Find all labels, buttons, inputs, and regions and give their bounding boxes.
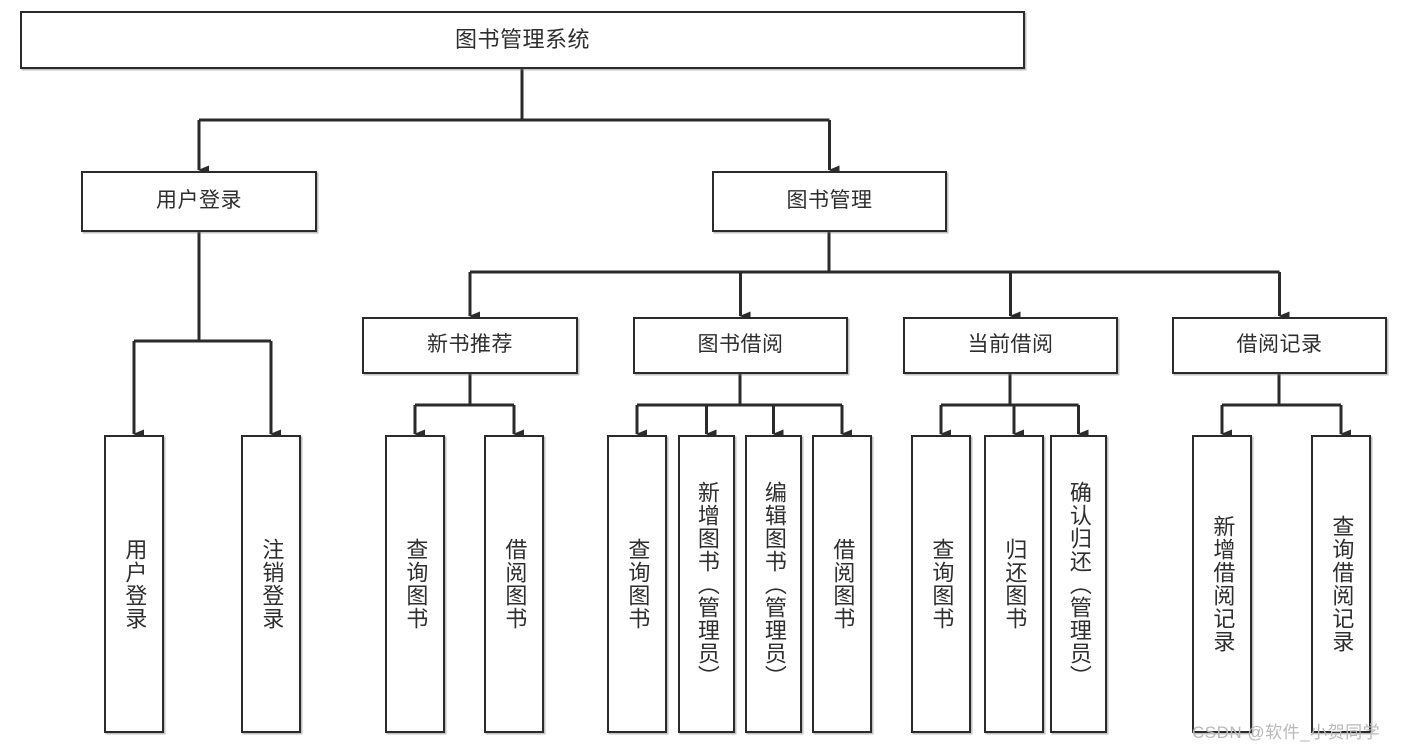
node-label: 新书推荐 xyxy=(427,333,513,357)
node-label: 用户登录 xyxy=(122,538,148,630)
node-leaf-borrow-book-1[interactable]: 借阅图书 xyxy=(484,435,544,733)
node-label: 图书借阅 xyxy=(697,333,784,357)
node-leaf-add-record[interactable]: 新增借阅记录 xyxy=(1192,435,1252,733)
node-leaf-add-book[interactable]: 新增图书（管理员） xyxy=(678,435,735,733)
node-label: 确认归还（管理员） xyxy=(1066,480,1092,688)
node-leaf-query-book-1[interactable]: 查询图书 xyxy=(385,435,445,733)
node-leaf-query-book-2[interactable]: 查询图书 xyxy=(607,435,667,733)
node-borrow-record[interactable]: 借阅记录 xyxy=(1172,317,1387,374)
node-root[interactable]: 图书管理系统 xyxy=(20,11,1025,69)
node-label: 新增借阅记录 xyxy=(1210,515,1236,653)
node-leaf-query-record[interactable]: 查询借阅记录 xyxy=(1311,435,1371,733)
csdn-watermark: CSDN @软件_小贺同学 xyxy=(1192,723,1381,742)
node-label: 查询图书 xyxy=(929,538,955,630)
node-label: 查询图书 xyxy=(625,538,651,630)
node-label: 图书管理系统 xyxy=(454,27,590,53)
node-leaf-return-book[interactable]: 归还图书 xyxy=(984,435,1044,733)
node-new-book-rec[interactable]: 新书推荐 xyxy=(362,317,578,374)
node-label: 借阅记录 xyxy=(1236,333,1323,357)
node-book-manage[interactable]: 图书管理 xyxy=(712,171,947,232)
node-user-login[interactable]: 用户登录 xyxy=(81,171,317,232)
node-leaf-query-book-3[interactable]: 查询图书 xyxy=(911,435,971,733)
node-leaf-logout[interactable]: 注销登录 xyxy=(241,435,301,733)
node-leaf-borrow-book-2[interactable]: 借阅图书 xyxy=(812,435,872,733)
node-label: 查询借阅记录 xyxy=(1329,515,1355,653)
node-current-borrow[interactable]: 当前借阅 xyxy=(903,317,1118,374)
node-label: 用户登录 xyxy=(156,189,242,213)
node-book-borrow[interactable]: 图书借阅 xyxy=(633,317,848,374)
node-label: 编辑图书（管理员） xyxy=(761,480,787,688)
node-label: 图书管理 xyxy=(786,189,873,213)
node-leaf-confirm-return[interactable]: 确认归还（管理员） xyxy=(1050,435,1107,733)
node-label: 新增图书（管理员） xyxy=(694,480,720,688)
node-label: 借阅图书 xyxy=(830,538,856,630)
node-label: 归还图书 xyxy=(1002,538,1028,630)
node-label: 当前借阅 xyxy=(967,333,1054,357)
node-label: 注销登录 xyxy=(259,538,285,630)
node-label: 借阅图书 xyxy=(502,538,528,630)
node-leaf-edit-book[interactable]: 编辑图书（管理员） xyxy=(745,435,802,733)
node-leaf-user-login[interactable]: 用户登录 xyxy=(104,435,164,733)
node-label: 查询图书 xyxy=(403,538,429,630)
